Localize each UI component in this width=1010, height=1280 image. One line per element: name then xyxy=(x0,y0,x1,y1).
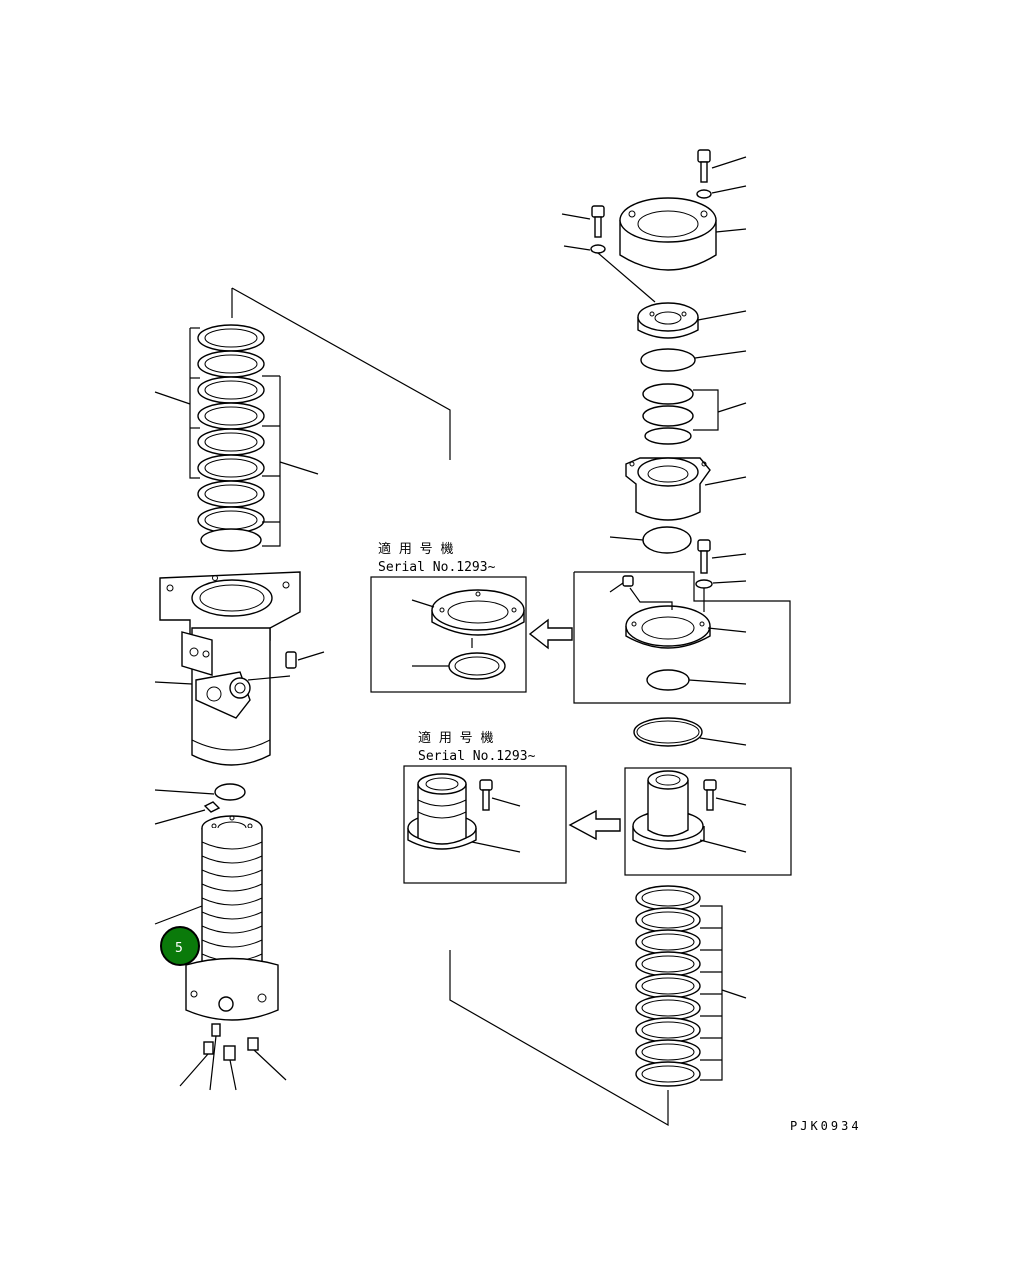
callout-number: 5 xyxy=(175,941,183,956)
swivel-housing xyxy=(154,571,325,766)
right-seal-leader-lines xyxy=(700,905,747,1081)
callout-5-badge[interactable]: 5 xyxy=(160,926,200,966)
o-ring-upper xyxy=(640,348,747,372)
cover-bolt-left xyxy=(561,205,656,303)
serial-note-bottom: Serial No.1293~ xyxy=(418,749,536,764)
large-o-ring xyxy=(633,717,747,747)
top-cap-washer xyxy=(696,185,747,199)
current-shaft-panel xyxy=(624,767,792,876)
mid-bolt-washer xyxy=(695,539,747,612)
arrow-top xyxy=(528,618,573,650)
serial-note-jp-top: 適 用 号 機 xyxy=(378,541,453,557)
serial-variant-panel-bottom: 適 用 号 機 Serial No.1293~ xyxy=(403,730,567,884)
left-top-bracket-line xyxy=(231,287,451,460)
seal-ring-pair xyxy=(642,383,747,445)
current-cover-panel xyxy=(573,571,791,704)
top-cover xyxy=(619,197,747,271)
callout-circle[interactable] xyxy=(160,926,200,966)
serial-variant-panel-top: 適 用 号 機 Serial No.1293~ xyxy=(370,541,527,693)
rotor-plugs xyxy=(179,1023,287,1091)
o-ring-mid xyxy=(609,526,692,554)
arrow-bottom xyxy=(568,809,621,841)
left-seal-ring-stack xyxy=(197,324,265,552)
thrust-plate xyxy=(637,302,747,339)
serial-note-jp-bottom: 適 用 号 機 xyxy=(418,730,493,746)
swivel-rotor xyxy=(154,815,279,1021)
right-seal-ring-stack xyxy=(635,885,701,1087)
bottom-bracket-line xyxy=(449,950,669,1127)
serial-note-top: Serial No.1293~ xyxy=(378,560,496,575)
left-seal-leader-lines xyxy=(154,327,319,547)
top-cap-bolt xyxy=(697,149,747,183)
drawing-code: PJK0934 xyxy=(790,1119,862,1133)
small-o-ring xyxy=(154,783,246,825)
bearing-housing xyxy=(625,457,747,521)
